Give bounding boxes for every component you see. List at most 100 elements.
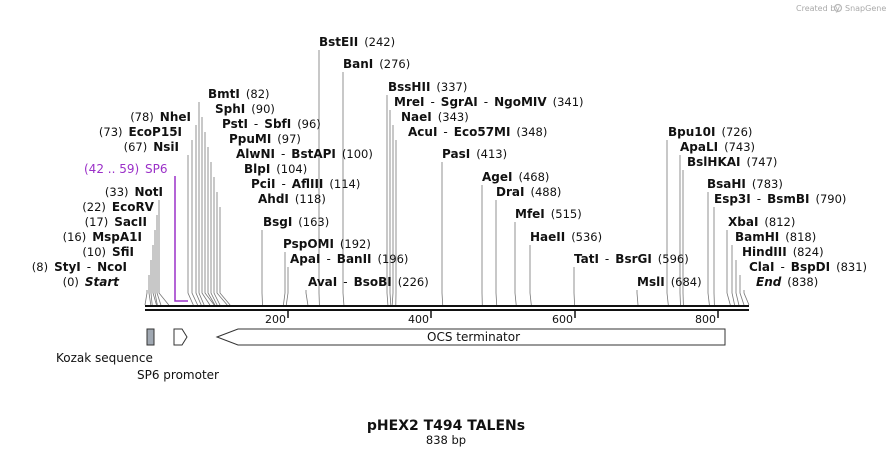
site-position: (114) bbox=[329, 177, 360, 191]
leader-line-bani bbox=[342, 72, 345, 306]
site-label-bsgi: BsgI(163) bbox=[263, 215, 329, 229]
tick-label-200: 200 bbox=[265, 313, 286, 326]
site-position: (192) bbox=[340, 237, 371, 251]
tick-label-400: 400 bbox=[408, 313, 429, 326]
site-position: (82) bbox=[246, 87, 270, 101]
site-label-sphi: SphI (90) bbox=[215, 102, 275, 116]
site-label-pspomi: PspOMI (192) bbox=[283, 237, 371, 251]
site-label-tati-bsrgi: TatI-BsrGI(596) bbox=[574, 252, 689, 266]
leader-line-start bbox=[144, 290, 148, 306]
leader-line-end bbox=[743, 290, 750, 306]
leader-line-styi-ncoi bbox=[148, 275, 152, 306]
name-separator: - bbox=[343, 275, 347, 289]
site-label-sacii: (17) SacII bbox=[85, 215, 147, 229]
leader-line-pcii-afliii bbox=[216, 192, 228, 306]
site-leader-lines bbox=[144, 50, 750, 306]
enzyme-name: BanI bbox=[343, 57, 373, 71]
enzyme-name: BsmBI bbox=[767, 192, 809, 206]
enzyme-name: NcoI bbox=[97, 260, 127, 274]
site-label-mspa1i: (16)MspA1I bbox=[63, 230, 142, 244]
enzyme-name: SphI bbox=[215, 102, 245, 116]
sp6-promoter-label: SP6 promoter bbox=[137, 368, 219, 382]
enzyme-name: TatI bbox=[574, 252, 599, 266]
site-label-pasi: PasI(413) bbox=[442, 147, 507, 161]
leader-line-pspomi bbox=[283, 252, 286, 306]
leader-line-mspa1i bbox=[152, 245, 157, 306]
leader-line-apali bbox=[679, 155, 681, 306]
leader-line-nhei bbox=[195, 125, 202, 306]
enzyme-name: MspA1I bbox=[92, 230, 142, 244]
site-position: (17) bbox=[85, 215, 109, 229]
primer-range: (42 .. 59) bbox=[84, 162, 139, 176]
site-position: (8) bbox=[32, 260, 48, 274]
leader-line-blpi bbox=[213, 177, 221, 306]
enzyme-name: BmtI bbox=[208, 87, 240, 101]
site-label-end: End(838) bbox=[756, 275, 818, 289]
leader-line-mrei-sgrai-ngomiv bbox=[389, 110, 392, 306]
site-position: (783) bbox=[752, 177, 783, 191]
leader-line-tati-bsrgi bbox=[573, 267, 575, 306]
site-label-bsteii: BstEII(242) bbox=[319, 35, 395, 49]
snapgene-credit: Created by SnapGene bbox=[796, 3, 886, 13]
enzyme-name: StyI bbox=[54, 260, 81, 274]
site-label-start: (0) Start bbox=[63, 275, 121, 289]
site-label-ecop15i: (73)EcoP15I bbox=[99, 125, 182, 139]
enzyme-name: XbaI bbox=[728, 215, 758, 229]
leader-line-nsii bbox=[187, 155, 194, 306]
site-label-sfii: (10)SfiI bbox=[82, 245, 134, 259]
restriction-site-labels: (0)Start(8)StyI-NcoI(10)SfiI(16)MspA1I(1… bbox=[32, 35, 867, 289]
site-position: (100) bbox=[342, 147, 373, 161]
enzyme-name: NaeI bbox=[401, 110, 432, 124]
site-label-naei: NaeI (343) bbox=[401, 110, 469, 124]
site-label-bpu10i: Bpu10I(726) bbox=[668, 125, 752, 139]
site-position: (0) bbox=[63, 275, 79, 289]
enzyme-name: PpuMI bbox=[229, 132, 271, 146]
site-label-nhei: (78)NheI bbox=[130, 110, 191, 124]
enzyme-name: BstAPI bbox=[291, 147, 336, 161]
site-position: (838) bbox=[787, 275, 818, 289]
enzyme-name: PspOMI bbox=[283, 237, 334, 251]
site-label-mrei-sgrai-ngomiv: MreI-SgrAI-NgoMIV(341) bbox=[394, 95, 584, 109]
kozak-feature-label: Kozak sequence bbox=[56, 351, 153, 365]
site-position: (90) bbox=[251, 102, 275, 116]
site-label-ppumi: PpuMI(97) bbox=[229, 132, 301, 146]
site-position: (343) bbox=[438, 110, 469, 124]
enzyme-name: EcoP15I bbox=[129, 125, 183, 139]
site-label-bamhi: BamHI(818) bbox=[735, 230, 816, 244]
site-position: (341) bbox=[553, 95, 584, 109]
tick-label-600: 600 bbox=[552, 313, 573, 326]
ruler: 200 400 600 800 bbox=[265, 310, 719, 326]
enzyme-name: AcuI bbox=[408, 125, 437, 139]
leader-line-pasi bbox=[441, 162, 444, 306]
leader-line-ahdi bbox=[219, 207, 231, 306]
enzyme-name: Eco57MI bbox=[454, 125, 511, 139]
leader-line-bsshii bbox=[386, 95, 389, 306]
credit-text: Created by bbox=[796, 4, 840, 13]
leader-line-mfei bbox=[514, 222, 517, 306]
site-label-noti: (33)NotI bbox=[105, 185, 163, 199]
enzyme-name: SfiI bbox=[112, 245, 134, 259]
leader-line-sfii bbox=[150, 260, 153, 306]
enzyme-name: SbfI bbox=[264, 117, 291, 131]
site-label-msli: MslI (684) bbox=[637, 275, 702, 289]
enzyme-name: BsrGI bbox=[615, 252, 652, 266]
name-separator: - bbox=[254, 117, 258, 131]
site-label-hindiii: HindIII(824) bbox=[742, 245, 824, 259]
enzyme-name: Start bbox=[85, 275, 120, 289]
site-position: (684) bbox=[671, 275, 702, 289]
sp6-promoter-arrow bbox=[173, 328, 188, 346]
enzyme-name: NgoMIV bbox=[494, 95, 547, 109]
name-separator: - bbox=[757, 192, 761, 206]
site-position: (78) bbox=[130, 110, 154, 124]
leader-line-msli bbox=[636, 290, 639, 306]
site-position: (812) bbox=[764, 215, 795, 229]
enzyme-name: MslI bbox=[637, 275, 665, 289]
enzyme-name: ClaI bbox=[749, 260, 774, 274]
enzyme-name: SacII bbox=[114, 215, 147, 229]
enzyme-name: HindIII bbox=[742, 245, 787, 259]
leader-line-apai-banii bbox=[285, 267, 289, 306]
leader-line-drai bbox=[495, 200, 498, 306]
enzyme-name: PciI bbox=[251, 177, 276, 191]
leader-line-bamhi bbox=[731, 245, 735, 306]
